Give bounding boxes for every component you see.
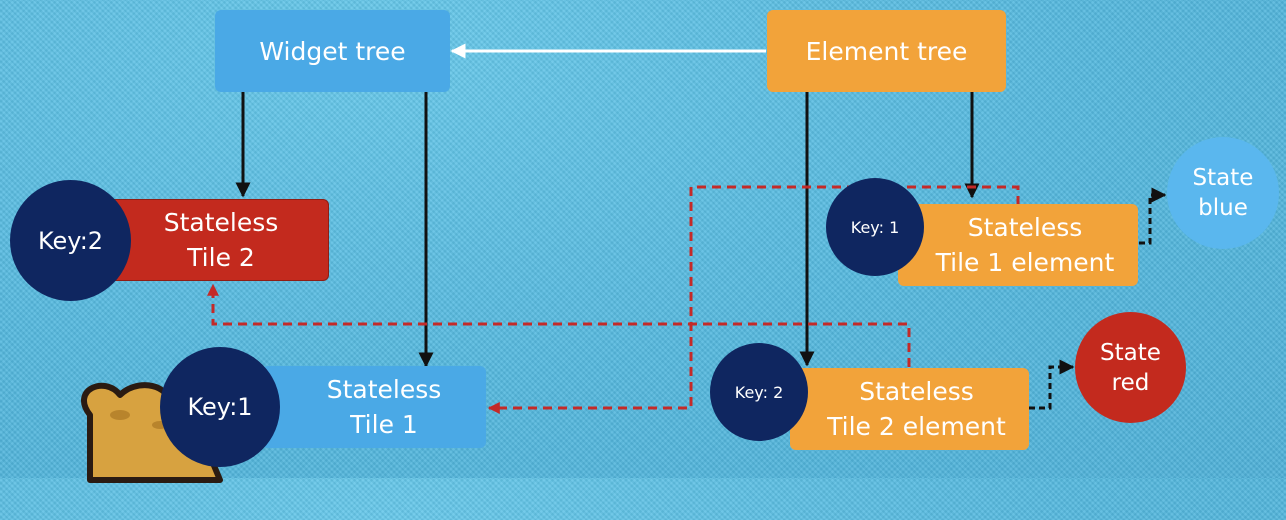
connector-layer [207,43,1167,414]
state-blue-node: State blue [1167,137,1279,249]
state-blue-line1: State [1192,165,1254,191]
key-2-widget-label: Key:2 [37,226,104,255]
element-tree-node: Element tree [767,10,1006,92]
key-2-widget-badge: Key:2 [10,180,131,301]
key-2-element-label: Key: 2 [734,382,784,402]
state-red-node: State red [1075,312,1186,423]
edge-tile-2-element-to-widget-tile-2 [207,283,911,367]
tile-1-widget-line2: Tile 1 [350,410,418,439]
tile-1-widget-line1: Stateless [326,375,442,404]
tile-1-element-line2: Tile 1 element [935,248,1115,277]
stateless-tile-2-widget-node: Stateless Tile 2 [105,199,329,281]
key-1-element-badge: Key: 1 [826,178,924,276]
key-1-widget-label: Key:1 [187,393,253,421]
element-tree-label: Element tree [805,36,968,66]
key-1-widget-badge: Key:1 [160,347,280,467]
tile-1-element-node: Stateless Tile 1 element [898,204,1138,286]
tile-2-element-line2: Tile 2 element [827,412,1006,441]
state-red-line2: red [1111,369,1150,396]
tile-2-widget-line1: Stateless [163,208,279,237]
edge-tile-2-element-to-state-red [1029,359,1075,410]
key-1-element-label: Key: 1 [850,217,900,237]
tile-2-widget-line2: Tile 2 [187,243,255,272]
widget-tree-label: Widget tree [259,36,406,66]
state-blue-line2: blue [1198,195,1248,221]
key-2-element-badge: Key: 2 [710,343,808,441]
state-red-line1: State [1100,339,1161,366]
widget-tree-node: Widget tree [215,10,450,92]
stateless-tile-1-widget-node: Stateless Tile 1 [262,366,486,448]
tile-1-element-line1: Stateless [967,213,1083,242]
edge-tile-1-element-to-state-blue [1139,187,1167,245]
tile-2-element-node: Stateless Tile 2 element [790,368,1029,450]
widget-element-tree-diagram: Widget tree Element tree Stateless Tile … [10,10,1279,483]
tile-2-element-line1: Stateless [859,377,974,406]
edge-tile-1-element-to-widget-tile-1 [487,185,1020,414]
